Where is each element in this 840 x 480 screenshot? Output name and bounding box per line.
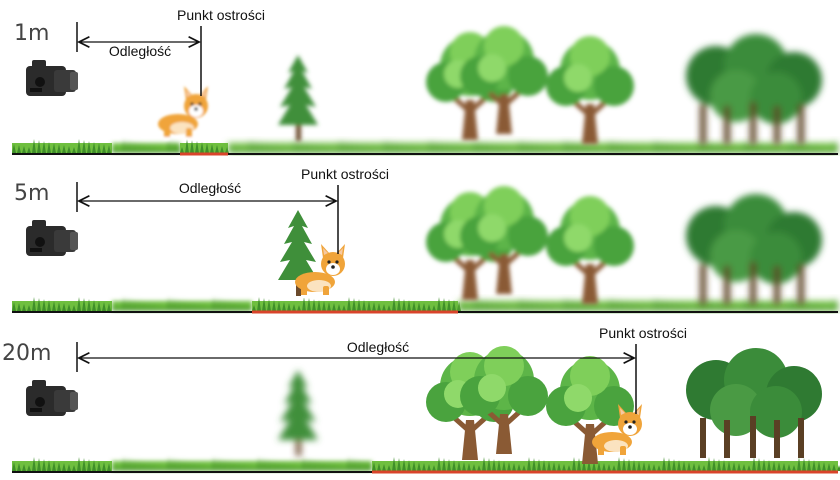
grass-soft-left <box>112 297 252 311</box>
distance-label: 20m <box>2 341 51 366</box>
grass-soft-right <box>228 139 838 153</box>
grass-soft-right <box>458 297 838 311</box>
focus-text: Punkt ostrości <box>301 166 389 182</box>
pine-icon <box>278 55 318 141</box>
pine-icon <box>278 370 318 456</box>
grass-focus <box>180 139 229 153</box>
focus-text: Punkt ostrości <box>599 325 687 341</box>
grass-focus <box>372 457 840 471</box>
camera-icon <box>26 220 78 256</box>
distance-text: Odległość <box>347 339 409 355</box>
distance-text: Odległość <box>109 43 171 59</box>
focus-text: Punkt ostrości <box>177 7 265 23</box>
grass-soft-left <box>112 457 372 471</box>
tree-group <box>426 186 634 304</box>
distance-text: Odległość <box>179 180 241 196</box>
tree-icon <box>546 36 634 144</box>
tree-group <box>426 26 634 144</box>
grass-soft-left <box>112 139 181 153</box>
tree-icon <box>546 196 634 304</box>
camera-icon <box>26 380 78 416</box>
grass-near <box>12 139 112 153</box>
grass-focus <box>252 297 461 311</box>
camera-icon <box>26 60 78 96</box>
panel-5m: 5m Odległość Punkt ostrości <box>12 166 838 314</box>
forest-icon <box>686 34 822 144</box>
distance-label: 5m <box>14 181 49 206</box>
panel-20m: 20m Odległość Punkt ostrości <box>2 325 840 474</box>
forest-icon <box>686 194 822 304</box>
grass-near <box>12 297 112 311</box>
grass-near <box>12 457 112 471</box>
distance-label: 1m <box>14 21 49 46</box>
forest-icon <box>686 348 822 458</box>
